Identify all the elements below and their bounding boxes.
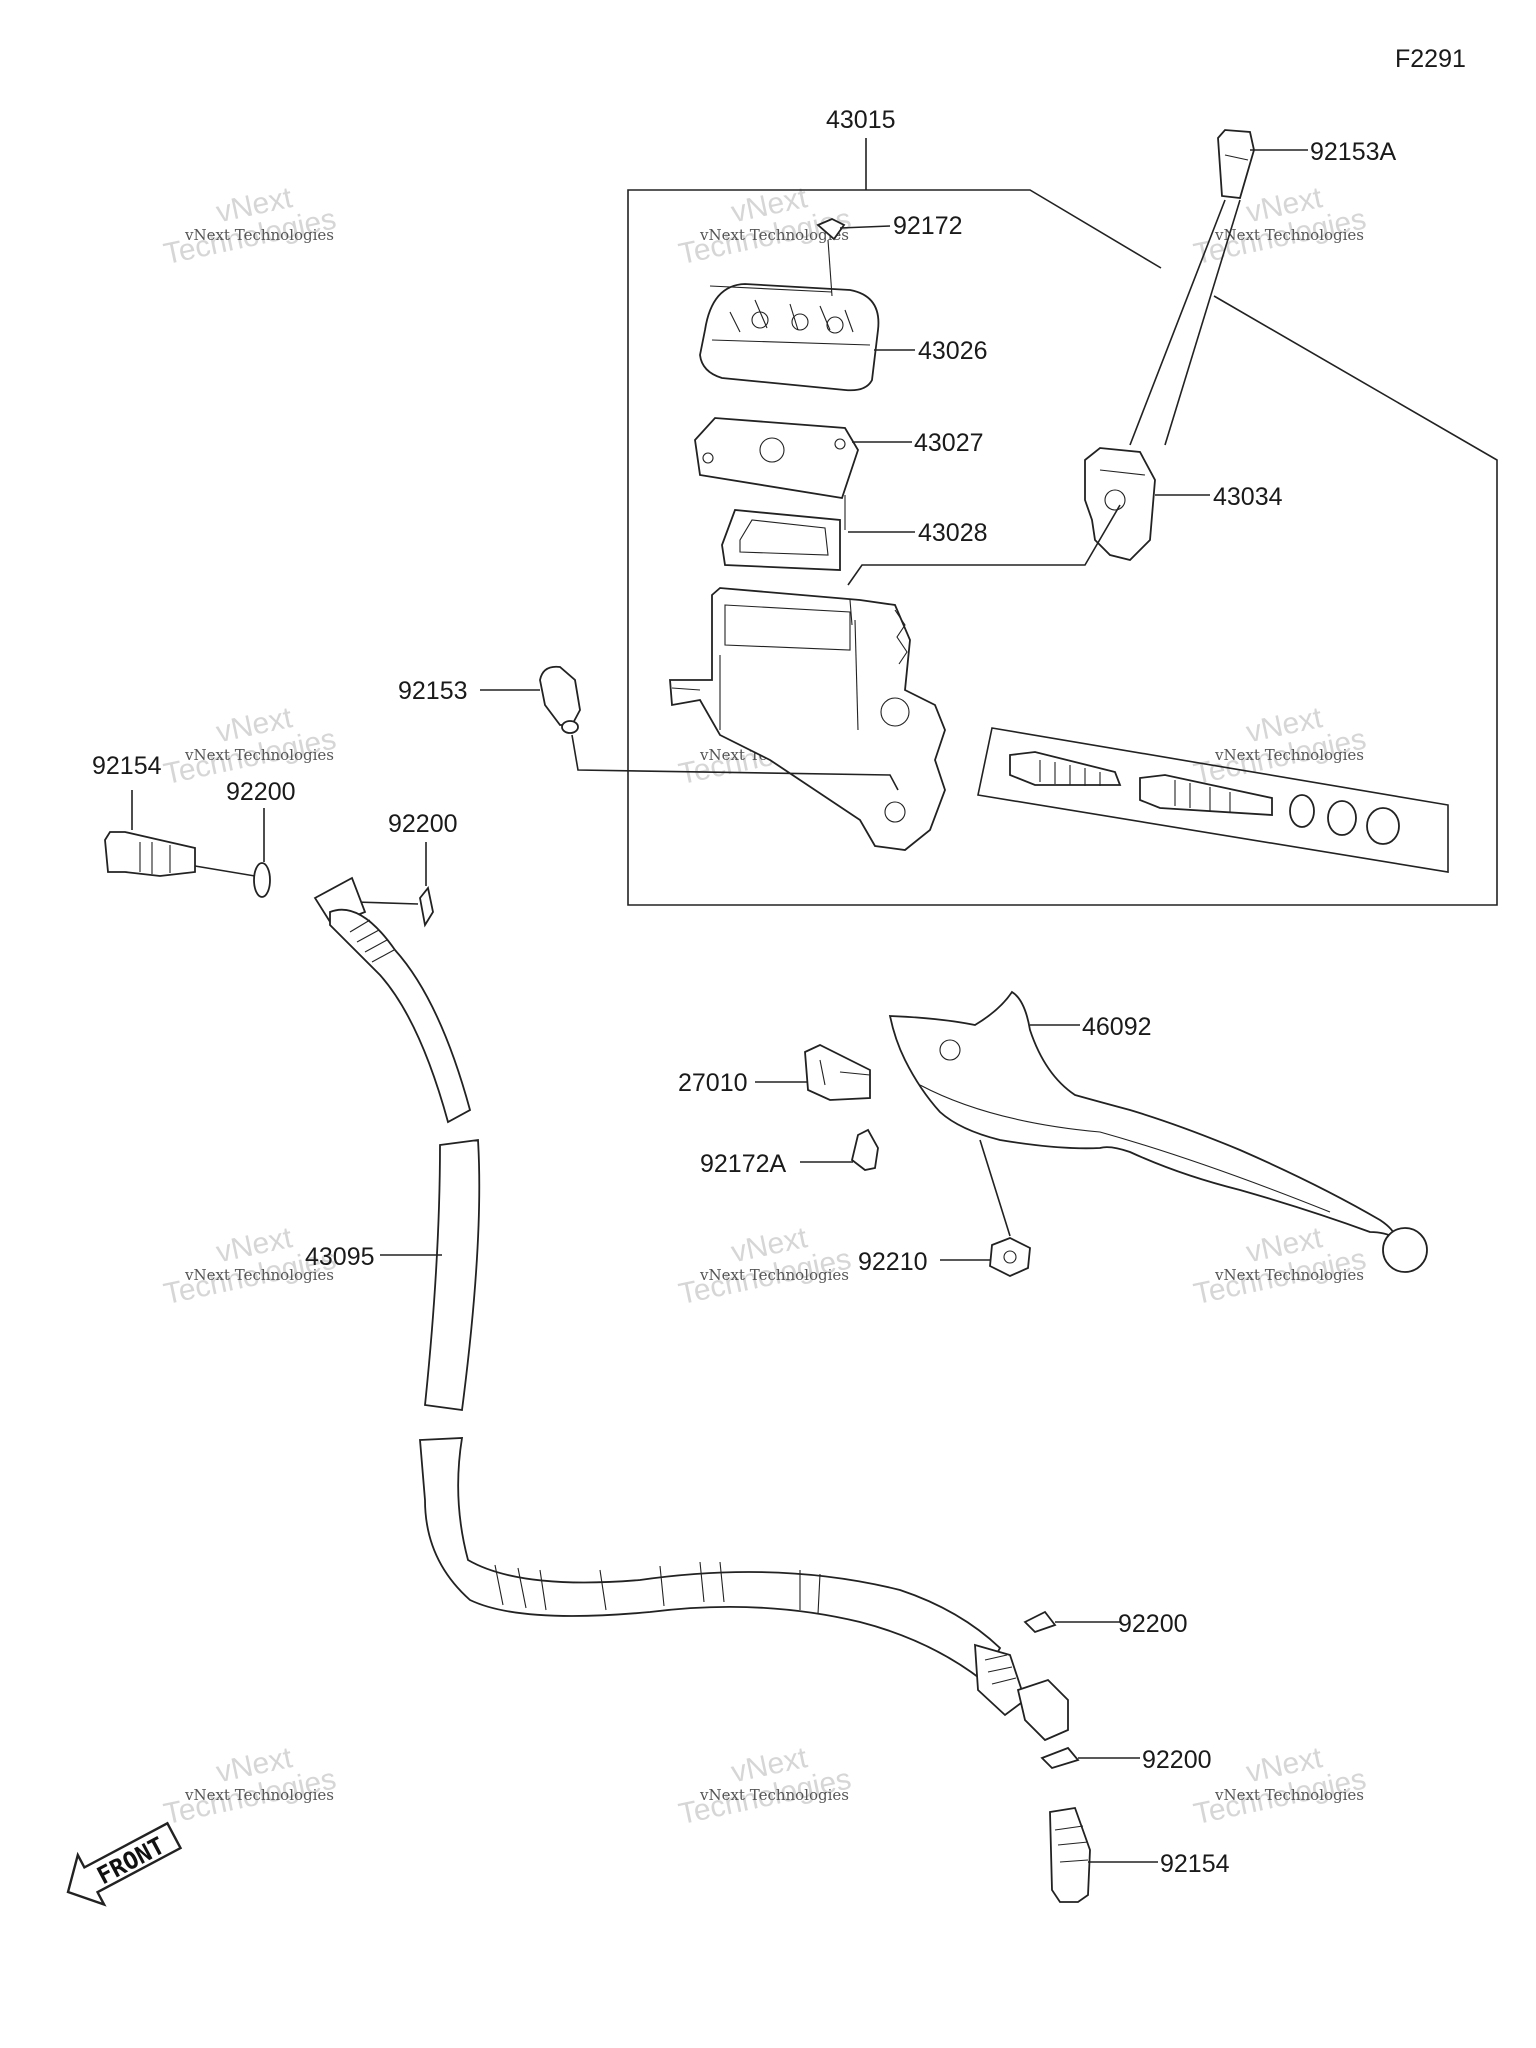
watermark-text: vNext Technologies [1214, 1786, 1364, 1804]
callout-92154-top[interactable]: 92154 [92, 752, 162, 780]
switch-27010: 27010 [678, 1044, 871, 1101]
bolt-92153: 92153 [398, 665, 899, 791]
nut-92210: 92210 [858, 1139, 1031, 1277]
callout-92200-a[interactable]: 92200 [226, 778, 296, 806]
watermark-text: vNext Technologies [184, 746, 334, 764]
callout-46092[interactable]: 46092 [1082, 1013, 1152, 1041]
watermark-text: vNext Technologies [1214, 1266, 1364, 1284]
callout-43026[interactable]: 43026 [918, 337, 988, 365]
banjo-bolt-bottom: 92154 [1049, 1806, 1230, 1903]
master-cylinder-body [669, 587, 946, 851]
callout-92153A[interactable]: 92153A [1310, 138, 1397, 166]
assembly-frame-43015: 43015 [627, 106, 1498, 906]
callout-43095[interactable]: 43095 [305, 1243, 375, 1271]
washer-92200-b: 92200 [354, 810, 458, 928]
callout-leader-43026: 43026 [874, 337, 988, 365]
screw-92172A: 92172A [700, 1128, 879, 1178]
holder-43034: 43034 [847, 447, 1283, 586]
screw-92172: 92172 [709, 212, 963, 297]
callout-92210[interactable]: 92210 [858, 1248, 928, 1276]
watermark-text: vNext Technologies [699, 1786, 849, 1804]
diaphragm [721, 495, 846, 571]
reservoir-cap [699, 283, 880, 392]
watermark-text: vNext Technologies [1214, 226, 1364, 244]
washer-92200-a: 92200 [194, 778, 296, 898]
banjo-bolt-top: 92154 [92, 752, 196, 877]
diagram-code: F2291 [1395, 45, 1466, 73]
front-direction-badge: FRONT [66, 1821, 183, 1907]
brake-hose: 43095 [305, 876, 1069, 1742]
watermark-text: vNext Technologies [184, 1266, 334, 1284]
watermarks: Technologies vNext vNext Technologies Te… [161, 181, 1369, 1831]
front-label: FRONT [92, 1832, 169, 1891]
callout-43028[interactable]: 43028 [918, 519, 988, 547]
callout-leader-43028: 43028 [848, 519, 988, 547]
washer-92200-d: 92200 [1040, 1746, 1212, 1774]
callout-92200-c[interactable]: 92200 [1118, 1610, 1188, 1638]
callout-leader-43027: 43027 [852, 429, 984, 457]
callout-43015[interactable]: 43015 [826, 106, 896, 134]
callout-27010[interactable]: 27010 [678, 1069, 748, 1097]
callout-92154-bot[interactable]: 92154 [1160, 1850, 1230, 1878]
watermark-text: vNext Technologies [184, 226, 334, 244]
bolt-92153A: 92153A [1129, 129, 1397, 446]
callout-92172A[interactable]: 92172A [700, 1150, 787, 1178]
callout-43027[interactable]: 43027 [914, 429, 984, 457]
callout-43034[interactable]: 43034 [1213, 483, 1283, 511]
piston-kit-panel [977, 727, 1449, 873]
callout-92172[interactable]: 92172 [893, 212, 963, 240]
watermark-text: vNext Technologies [184, 1786, 334, 1804]
diaphragm-plate [694, 417, 859, 500]
washer-92200-c: 92200 [1023, 1610, 1188, 1638]
clutch-lever: 46092 [888, 990, 1428, 1273]
callout-92200-d[interactable]: 92200 [1142, 1746, 1212, 1774]
watermark-text: vNext Technologies [699, 226, 849, 244]
callout-92200-b[interactable]: 92200 [388, 810, 458, 838]
watermark-text: vNext Technologies [1214, 746, 1364, 764]
watermark-text: vNext Technologies [699, 1266, 849, 1284]
callout-92153[interactable]: 92153 [398, 677, 468, 705]
